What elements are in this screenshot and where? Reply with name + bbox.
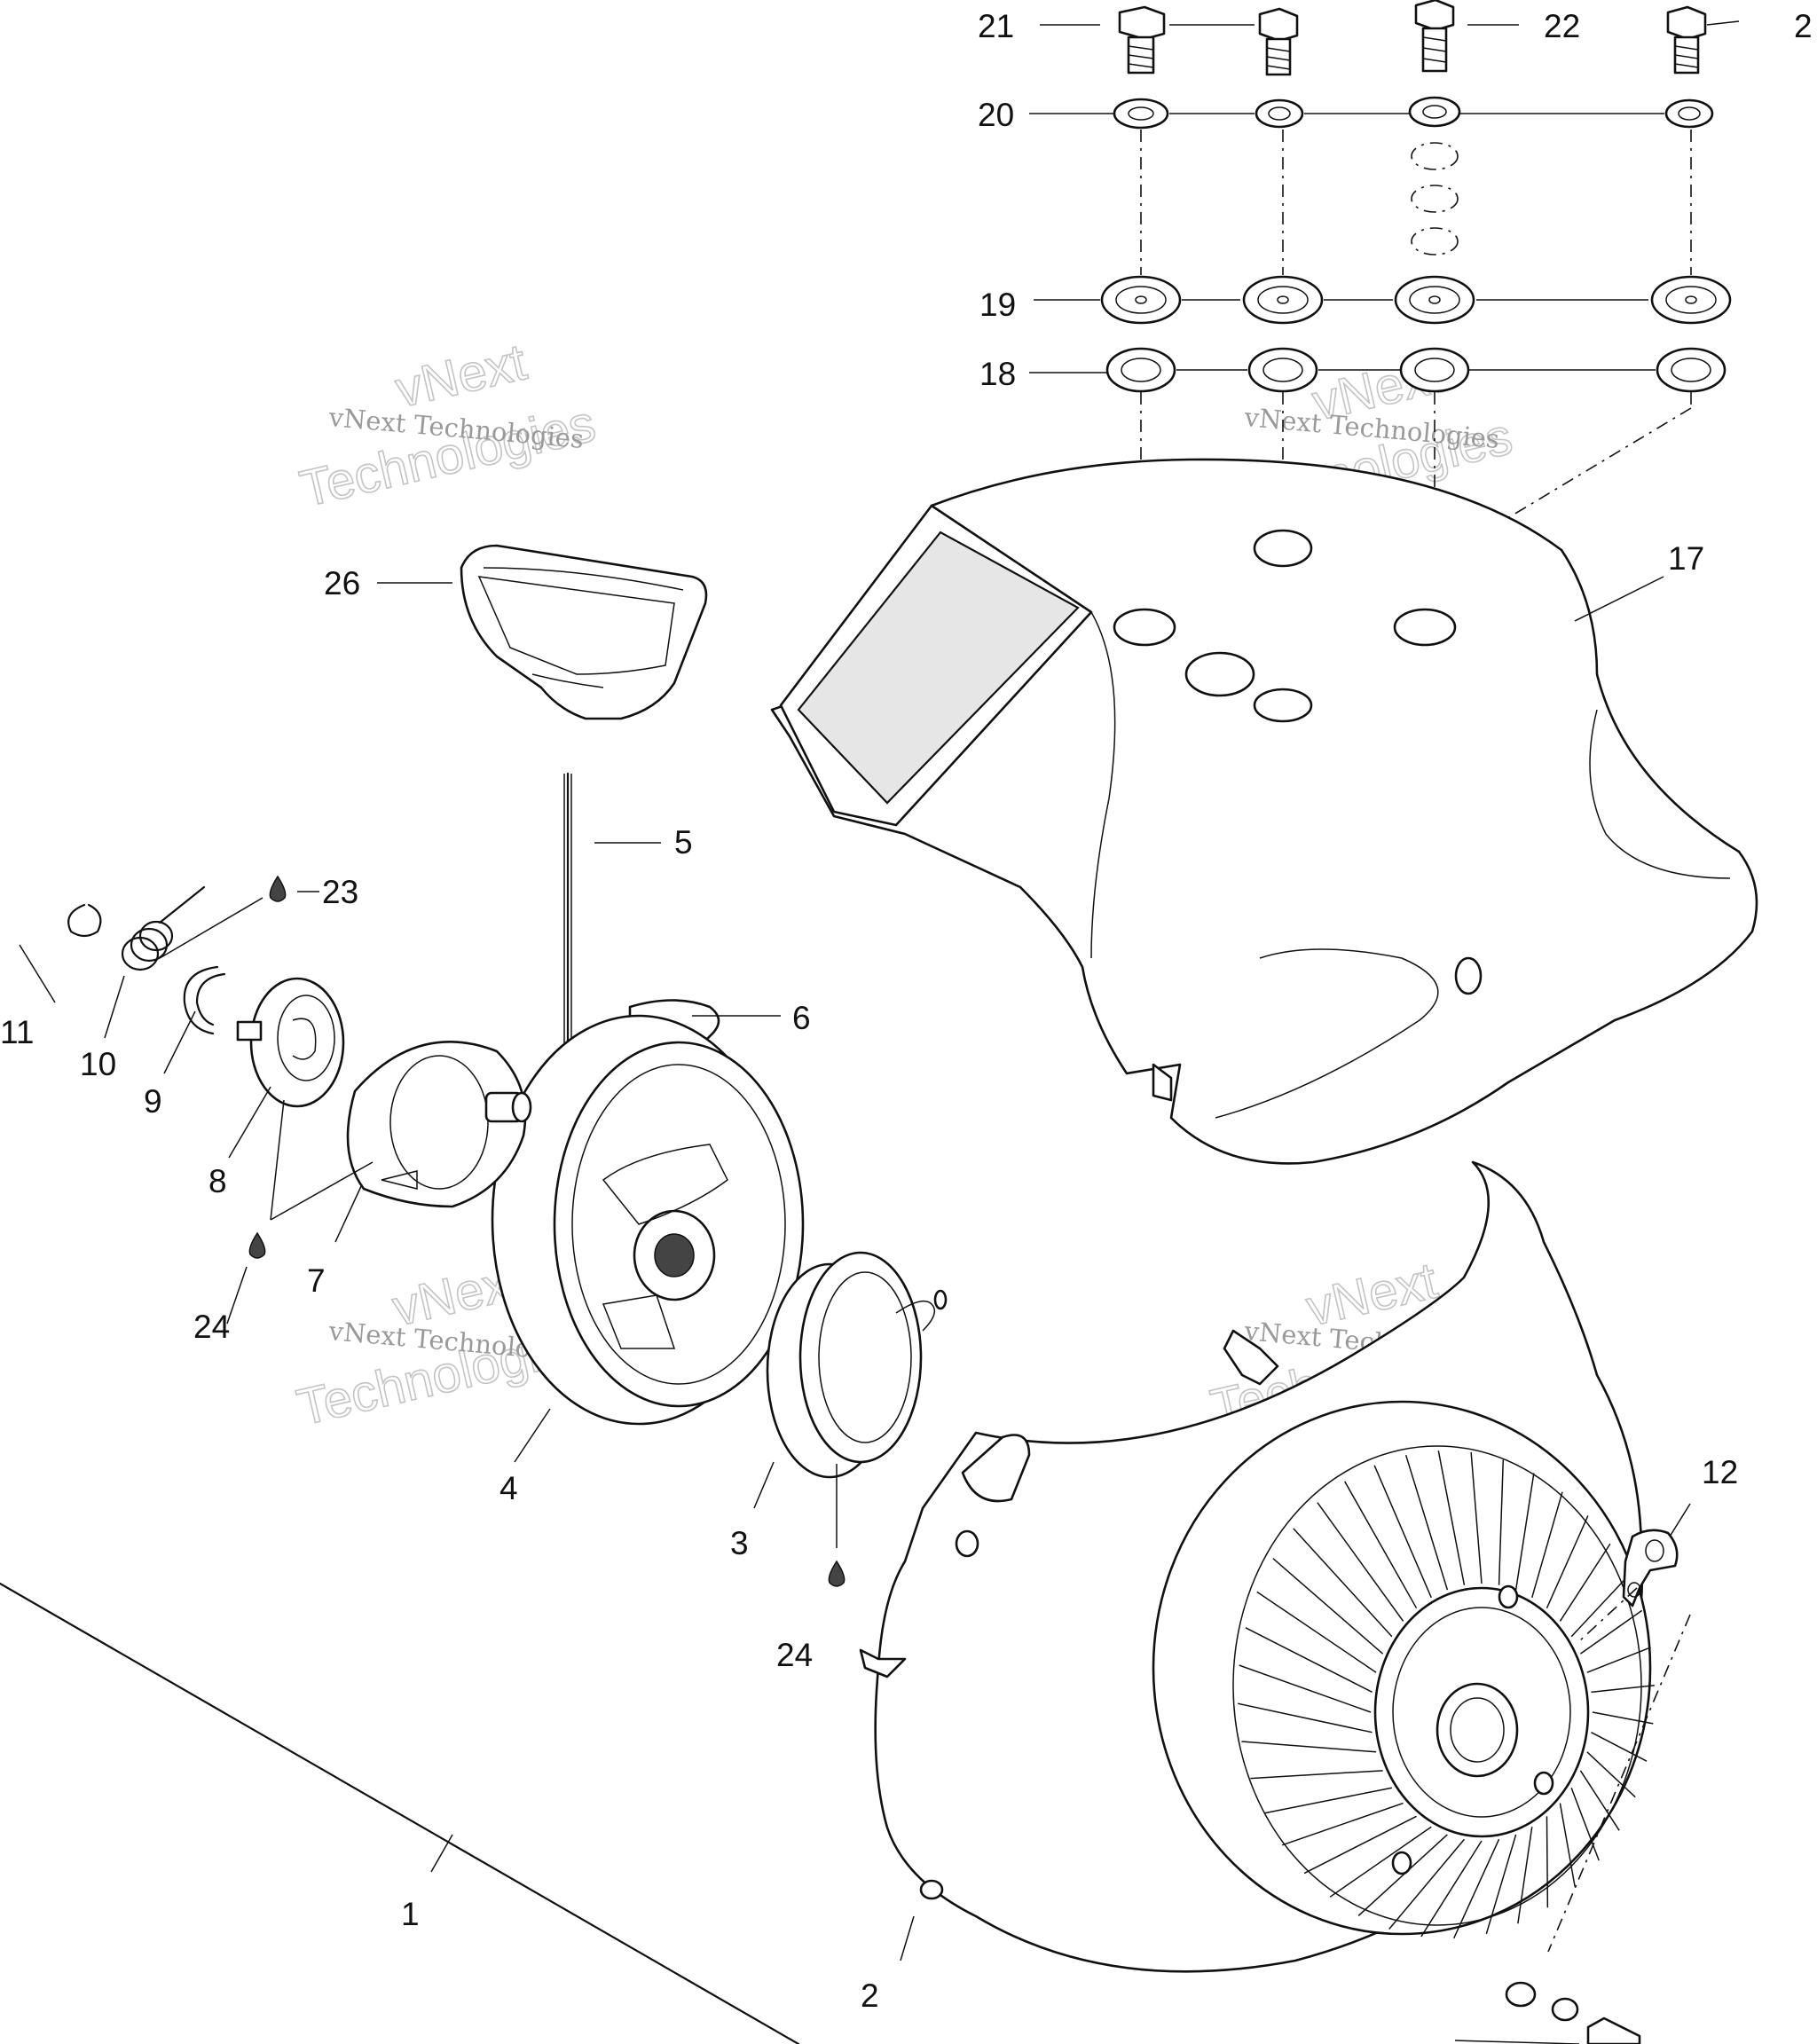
rope-part-1 xyxy=(0,1582,800,2044)
svg-text:vNext: vNext xyxy=(390,333,531,419)
cooling-fin xyxy=(1303,1815,1417,1875)
cooling-fin xyxy=(1263,1787,1393,1814)
callout-labels: 21 22 2 20 19 18 17 26 5 6 23 11 10 9 8 … xyxy=(0,8,1813,2014)
cooling-fin xyxy=(1238,1702,1373,1733)
callout-11: 11 xyxy=(0,1014,34,1050)
cooling-fin xyxy=(1241,1741,1377,1753)
spring-part-3 xyxy=(766,1251,948,1479)
snap-ring-part-11 xyxy=(67,903,102,938)
handle-part-26 xyxy=(460,544,708,720)
cooling-fin xyxy=(1570,1575,1629,1638)
cooling-fin xyxy=(1373,1465,1432,1599)
spring-part-10 xyxy=(121,885,206,971)
callout-8: 8 xyxy=(208,1163,227,1199)
cooling-fin xyxy=(1559,1543,1611,1622)
cooling-fin xyxy=(1559,1803,1576,1887)
cooling-fins xyxy=(1238,1450,1655,1939)
housing-part-17 xyxy=(770,458,1758,1165)
callout-21: 21 xyxy=(978,8,1014,44)
starter-housing-part-2 xyxy=(859,1160,1655,1973)
cooling-fin xyxy=(1470,1451,1483,1584)
callout-2: 2 xyxy=(861,1977,879,2014)
cam-part-7 xyxy=(346,1041,532,1208)
cooling-fin xyxy=(1437,1450,1466,1585)
washer-and-screw xyxy=(1505,1981,1641,2044)
callout-3: 3 xyxy=(730,1525,749,1561)
cooling-fin xyxy=(1317,1502,1404,1622)
cooling-fin xyxy=(1546,1816,1549,1908)
callout-20: 20 xyxy=(978,97,1014,133)
pulley-part-4 xyxy=(491,1014,805,1426)
cooling-fin xyxy=(1592,1711,1654,1725)
leader-lines xyxy=(19,20,1740,1961)
cooling-fin xyxy=(1531,1491,1563,1599)
cooling-fin xyxy=(1293,1528,1393,1638)
callout-24: 24 xyxy=(776,1637,813,1673)
oil-drop-icon xyxy=(248,1231,266,1259)
cooling-fin xyxy=(1586,1751,1636,1798)
callout-22: 22 xyxy=(1544,8,1580,44)
callout-10: 10 xyxy=(80,1046,116,1082)
plate-part-8 xyxy=(236,977,345,1108)
callout-12: 12 xyxy=(1702,1454,1738,1490)
callout-1: 1 xyxy=(401,1896,420,1932)
cooling-fin xyxy=(1343,1481,1418,1609)
cooling-fin xyxy=(1498,1459,1505,1585)
cooling-fin xyxy=(1357,1834,1448,1917)
callout-18: 18 xyxy=(979,356,1016,392)
cooling-fin xyxy=(1256,1591,1377,1673)
callout-17: 17 xyxy=(1668,540,1704,577)
callout-9: 9 xyxy=(144,1083,162,1120)
oil-drop-icon xyxy=(269,875,287,902)
cooling-fin xyxy=(1546,1515,1589,1608)
cooling-fin xyxy=(1579,1770,1620,1831)
cooling-fin xyxy=(1591,1685,1655,1694)
callout-6: 6 xyxy=(792,1000,811,1036)
clip-part-9 xyxy=(183,965,219,1035)
bolt-stack-2 xyxy=(1242,7,1324,393)
cooling-fin xyxy=(1453,1838,1500,1939)
callout-7: 7 xyxy=(307,1262,326,1299)
cooling-fin xyxy=(1329,1826,1432,1898)
cooling-fin xyxy=(1404,1454,1449,1591)
cooling-fin xyxy=(1245,1627,1373,1693)
cooling-fin xyxy=(1517,1827,1533,1924)
cooling-fin xyxy=(1272,1558,1384,1655)
callout-26: 26 xyxy=(324,565,360,601)
cooling-fin xyxy=(1388,1838,1466,1930)
bolt-stack-1 xyxy=(1100,5,1182,393)
callout-5: 5 xyxy=(674,824,693,861)
cooling-fin xyxy=(1579,1609,1643,1655)
cooling-fin xyxy=(1570,1787,1600,1861)
bolt-stack-4 xyxy=(1650,5,1732,393)
cooling-fin xyxy=(1239,1664,1372,1713)
callout-21-partial: 2 xyxy=(1794,8,1813,44)
cooling-fin xyxy=(1485,1834,1517,1935)
bolt-stack-3 xyxy=(1394,0,1475,393)
cooling-fin xyxy=(1514,1473,1535,1591)
cooling-fin xyxy=(1586,1647,1651,1673)
cooling-fin xyxy=(1250,1770,1383,1780)
oil-drop-icon xyxy=(828,1560,846,1587)
cooling-fin xyxy=(1591,1732,1648,1762)
cooling-fin xyxy=(1420,1840,1483,1938)
callout-24: 24 xyxy=(193,1309,230,1345)
cooling-fin xyxy=(1281,1802,1404,1846)
callout-4: 4 xyxy=(499,1470,518,1506)
callout-23: 23 xyxy=(322,874,358,910)
callout-19: 19 xyxy=(979,287,1016,323)
bracket-part-12 xyxy=(1622,1529,1679,1608)
